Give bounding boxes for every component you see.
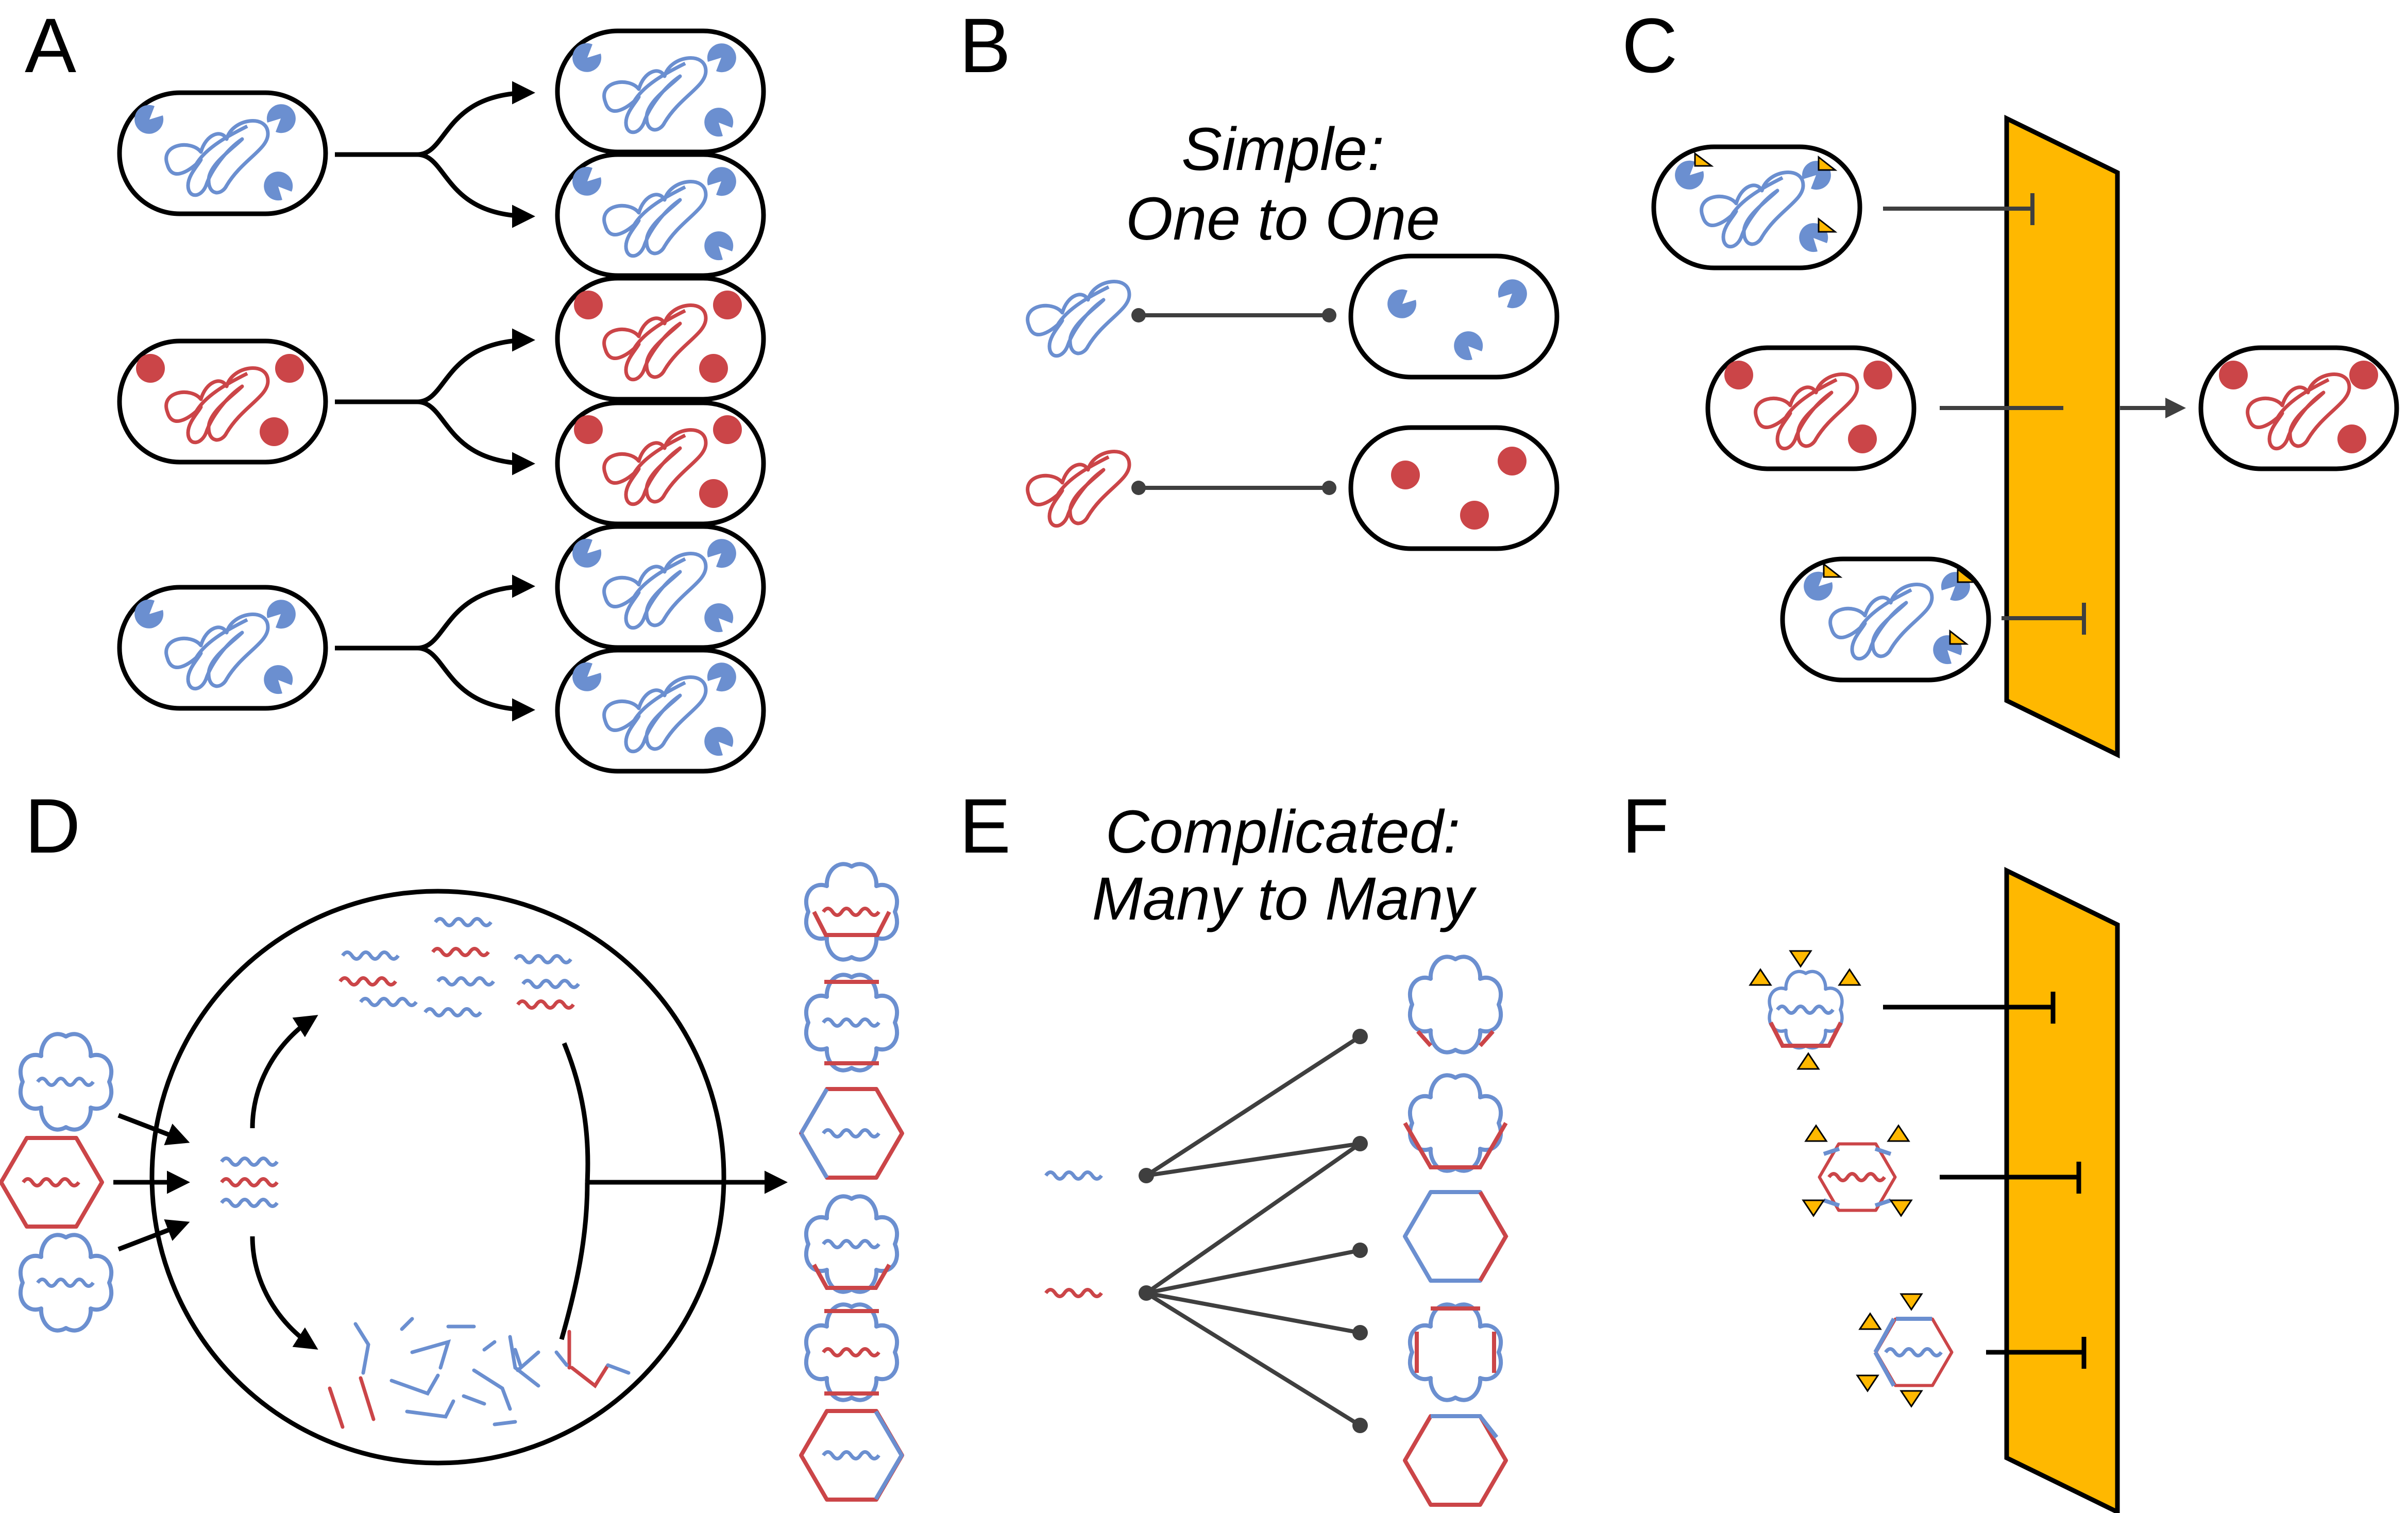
panel-b: Simple: One to One xyxy=(1028,115,1559,551)
bacterium-blue-parent-2 xyxy=(117,585,328,711)
panel-label-d: D xyxy=(25,783,80,869)
phage-red-armored xyxy=(1802,1124,1913,1217)
panel-label-a: A xyxy=(25,2,76,89)
phage-red-hexagon-in xyxy=(1,1138,102,1227)
panel-label-c: C xyxy=(1622,2,1677,89)
panel-d xyxy=(1,864,902,1500)
bacterium-red-parent xyxy=(117,338,328,465)
phage-blue-armored-1 xyxy=(1749,950,1861,1070)
bacterium-red-target xyxy=(1348,425,1559,551)
bacterium-red-passed xyxy=(2198,345,2399,471)
phage-red-tangle xyxy=(1028,452,1129,526)
progeny-phages xyxy=(801,864,902,1500)
bacterium-red-daughter-b xyxy=(555,400,766,526)
bacterium-blue-daughter-1a xyxy=(555,28,766,155)
bacterium-blue-target xyxy=(1348,253,1559,380)
panel-label-b: B xyxy=(959,2,1011,89)
barrier-f xyxy=(2004,866,2120,1513)
bacterium-red-daughter-a xyxy=(555,276,766,402)
bacterium-blue-daughter-2a xyxy=(555,524,766,650)
caption-complicated-line1: Complicated: xyxy=(1106,798,1461,866)
capsid-variants xyxy=(1405,957,1508,1505)
bacterium-blue-daughter-1b xyxy=(555,152,766,278)
phage-blue-tangle xyxy=(1028,282,1129,356)
panel-f xyxy=(1749,866,2120,1513)
panel-e: Complicated: Many to Many xyxy=(1046,798,1508,1505)
bacterium-red-susceptible xyxy=(1705,345,1917,471)
capsid-parts xyxy=(328,1317,631,1429)
panel-a xyxy=(117,28,766,774)
panel-label-e: E xyxy=(959,783,1011,869)
panel-label-f: F xyxy=(1622,783,1669,869)
bacterium-blue-resistant-1 xyxy=(1651,144,1862,270)
phage-blue-flower-in-2 xyxy=(21,1235,111,1330)
caption-simple-line1: Simple: xyxy=(1181,115,1384,183)
phage-blue-flower-in-1 xyxy=(21,1034,111,1129)
barrier-c xyxy=(2004,114,2120,759)
bacterium-blue-parent-1 xyxy=(117,90,328,216)
replicated-genomes xyxy=(340,919,579,1016)
caption-simple-line2: One to One xyxy=(1126,185,1440,253)
many-to-many-links xyxy=(1139,1029,1368,1433)
bacterium-blue-daughter-2b xyxy=(555,648,766,774)
host-cell xyxy=(149,889,726,1466)
caption-complicated-line2: Many to Many xyxy=(1092,865,1477,933)
panel-c xyxy=(1651,114,2399,759)
bacterium-blue-resistant-2 xyxy=(1780,556,1991,683)
phage-blue-armored-2 xyxy=(1856,1293,1952,1408)
